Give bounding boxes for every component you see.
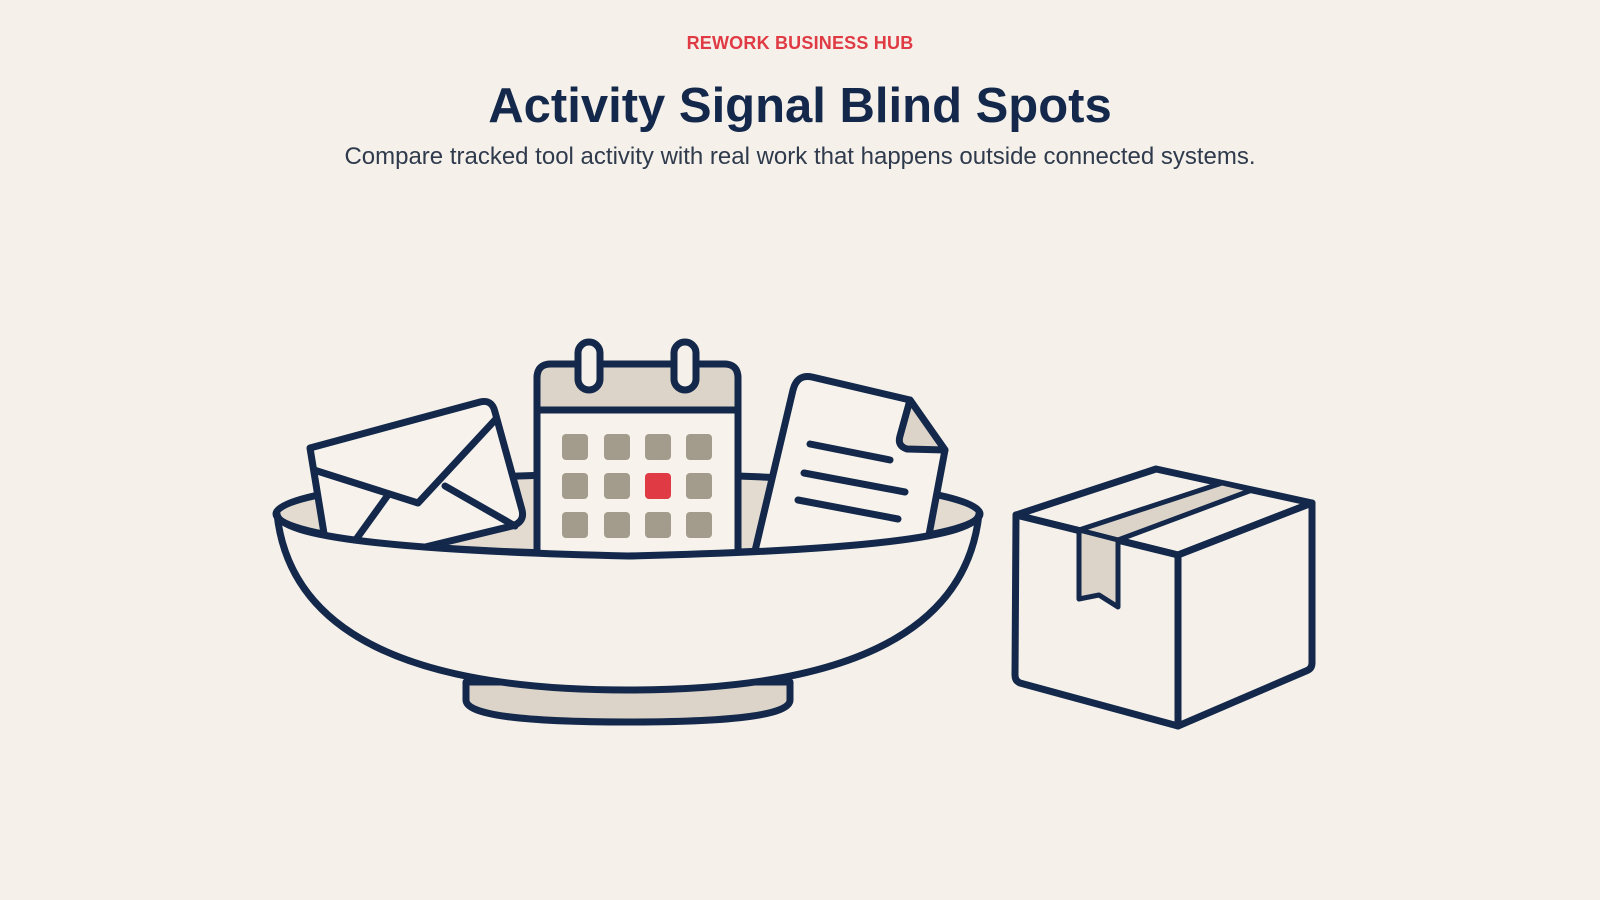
eyebrow-label: REWORK BUSINESS HUB [686, 33, 914, 53]
page-subtitle: Compare tracked tool activity with real … [344, 143, 1256, 170]
page-title: Activity Signal Blind Spots [488, 79, 1112, 133]
document-icon [746, 373, 949, 576]
bowl-front [273, 510, 983, 726]
envelope-icon [306, 398, 526, 574]
calendar-day-grid [562, 434, 712, 538]
package-icon [1011, 465, 1316, 730]
